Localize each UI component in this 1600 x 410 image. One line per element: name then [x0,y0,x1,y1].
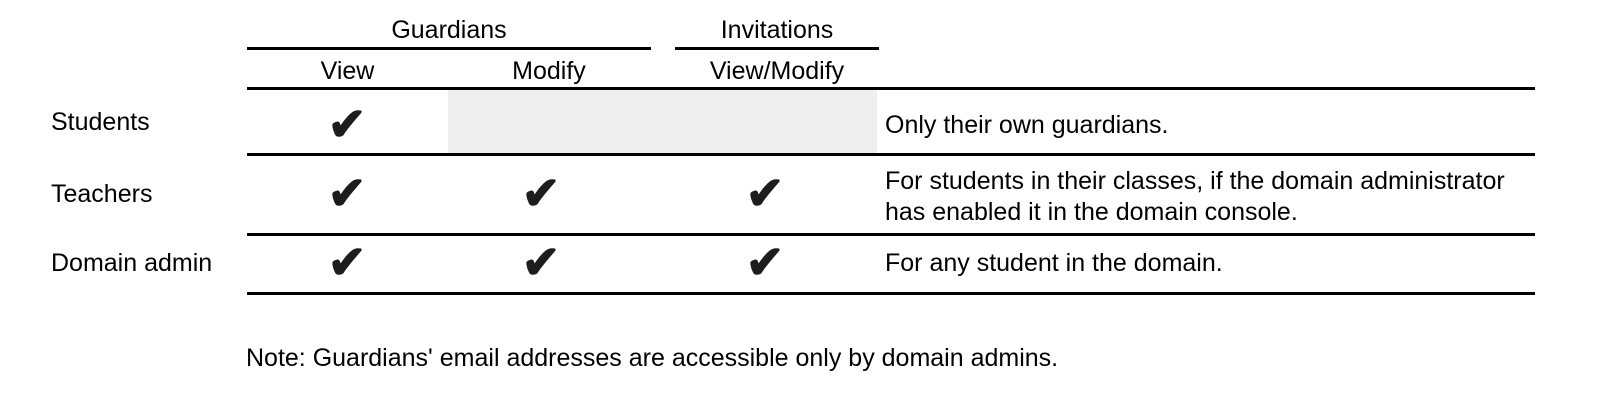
check-icon: ✔ [745,236,785,288]
check-icon: ✔ [327,167,367,219]
row-label-teachers: Teachers [51,180,153,208]
footnote: Note: Guardians' email addresses are acc… [246,344,1059,372]
check-icon: ✔ [521,167,561,219]
check-icon: ✔ [521,236,561,288]
column-group-invitations: Invitations [720,16,834,44]
check-icon: ✔ [327,236,367,288]
students-note: Only their own guardians. [885,111,1169,139]
column-group-guardians: Guardians [391,16,507,44]
check-icon: ✔ [327,98,367,150]
column-header-modify: Modify [512,57,586,85]
students-no-access-shaded-region [448,90,877,153]
teachers-note: For students in their classes, if the do… [885,167,1505,226]
students-row-underline [247,153,1535,156]
domain-admin-note: For any student in the domain. [885,249,1223,277]
column-header-view-modify: View/Modify [709,57,845,85]
teachers-row-underline [247,233,1535,236]
check-icon: ✔ [745,167,785,219]
column-header-view: View [320,57,375,85]
invitations-underline [675,47,879,50]
domain-admin-row-underline [247,292,1535,295]
guardians-underline [247,47,651,50]
row-label-students: Students [51,108,150,136]
row-label-domain-admin: Domain admin [51,249,213,277]
header-underline [247,87,1535,90]
